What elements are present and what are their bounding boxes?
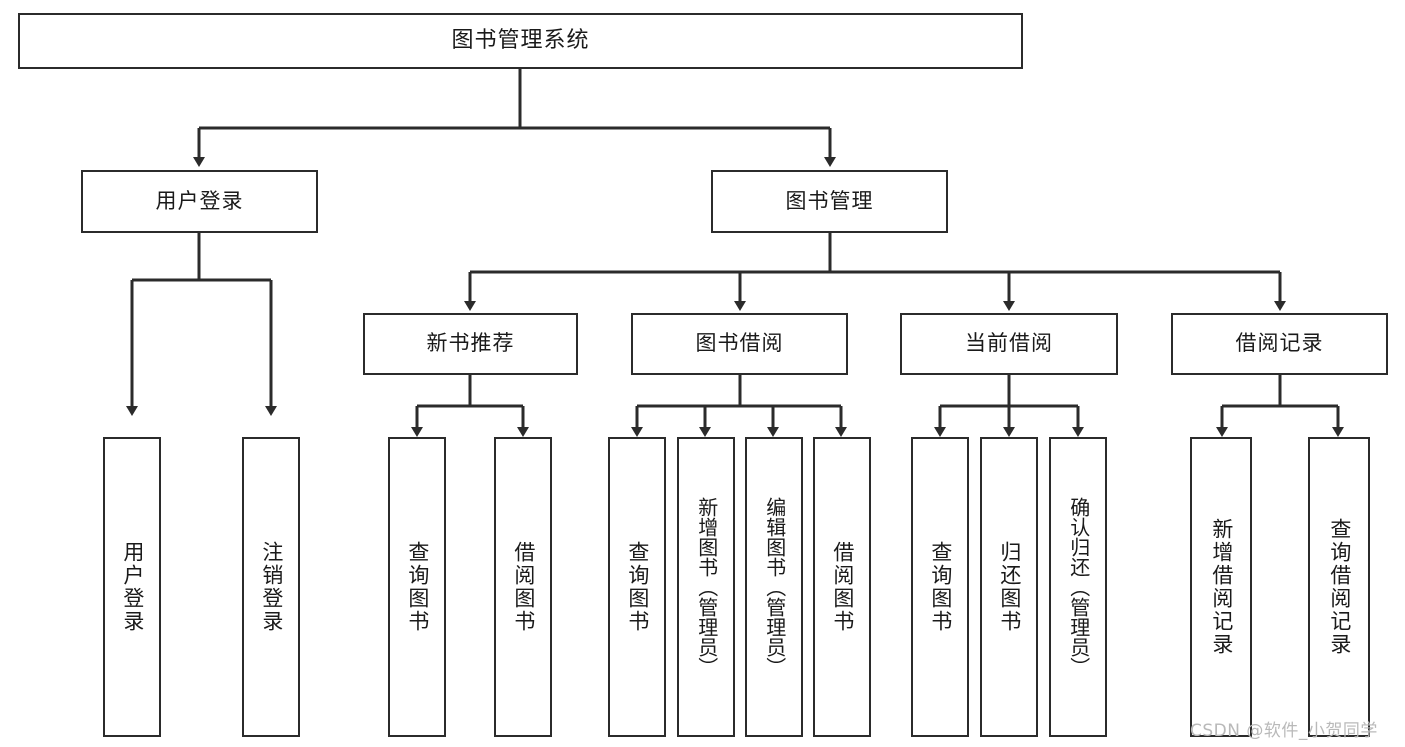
leaf-label: 新增图书（管理员） — [694, 497, 719, 677]
leaf-query-book-3[interactable]: 查询图书 — [911, 437, 969, 737]
leaf-add-record[interactable]: 新增借阅记录 — [1190, 437, 1252, 737]
leaf-label: 新增借阅记录 — [1209, 518, 1234, 656]
leaf-borrow-book-1[interactable]: 借阅图书 — [494, 437, 552, 737]
node-root-system[interactable]: 图书管理系统 — [18, 13, 1023, 69]
node-label: 当前借阅 — [965, 331, 1053, 356]
node-label: 图书管理系统 — [451, 27, 590, 53]
leaf-label: 查询借阅记录 — [1327, 518, 1352, 656]
leaf-borrow-book-2[interactable]: 借阅图书 — [813, 437, 871, 737]
leaf-label: 查询图书 — [405, 541, 430, 633]
node-label: 图书借阅 — [695, 331, 784, 356]
leaf-label: 编辑图书（管理员） — [762, 497, 787, 677]
leaf-query-book-1[interactable]: 查询图书 — [388, 437, 446, 737]
leaf-label: 注销登录 — [259, 541, 284, 633]
node-new-book-rec[interactable]: 新书推荐 — [363, 313, 578, 375]
leaf-logout[interactable]: 注销登录 — [242, 437, 300, 737]
leaf-add-book[interactable]: 新增图书（管理员） — [677, 437, 735, 737]
leaf-label: 查询图书 — [625, 541, 650, 633]
leaf-confirm-return[interactable]: 确认归还（管理员） — [1049, 437, 1107, 737]
leaf-label: 借阅图书 — [830, 541, 855, 633]
leaf-query-book-2[interactable]: 查询图书 — [608, 437, 666, 737]
node-user-login[interactable]: 用户登录 — [81, 170, 318, 233]
csdn-watermark: CSDN @软件_小贺同学 — [1190, 721, 1378, 741]
node-borrow-record[interactable]: 借阅记录 — [1171, 313, 1388, 375]
leaf-label: 用户登录 — [120, 541, 145, 633]
leaf-user-login[interactable]: 用户登录 — [103, 437, 161, 737]
node-book-borrow[interactable]: 图书借阅 — [631, 313, 848, 375]
node-label: 图书管理 — [785, 188, 874, 213]
leaf-return-book[interactable]: 归还图书 — [980, 437, 1038, 737]
leaf-label: 查询图书 — [928, 541, 953, 633]
node-label: 新书推荐 — [426, 331, 515, 356]
leaf-label: 确认归还（管理员） — [1066, 497, 1091, 677]
leaf-label: 归还图书 — [997, 541, 1022, 633]
node-label: 用户登录 — [155, 188, 244, 213]
node-label: 借阅记录 — [1235, 331, 1324, 356]
node-book-manage[interactable]: 图书管理 — [711, 170, 948, 233]
node-current-borrow[interactable]: 当前借阅 — [900, 313, 1118, 375]
leaf-query-record[interactable]: 查询借阅记录 — [1308, 437, 1370, 737]
leaf-label: 借阅图书 — [511, 541, 536, 633]
leaf-edit-book[interactable]: 编辑图书（管理员） — [745, 437, 803, 737]
